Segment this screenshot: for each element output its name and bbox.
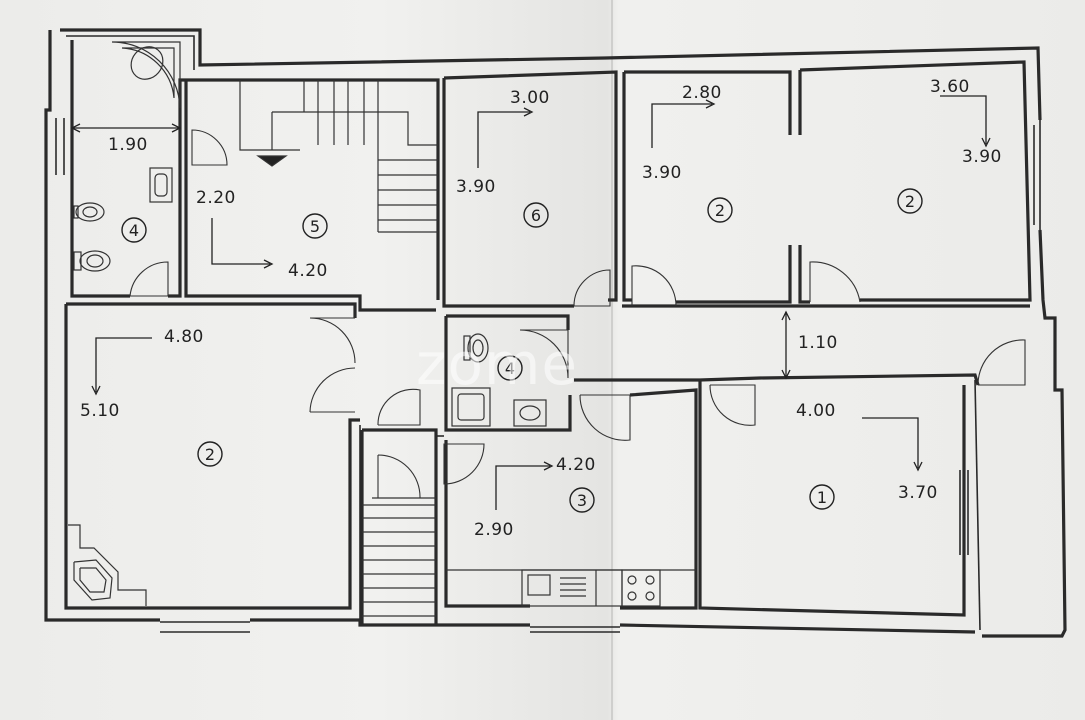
room-number-hall: 5 xyxy=(310,217,320,236)
bathroom-fixtures-left xyxy=(73,167,173,272)
interior-walls xyxy=(64,40,1032,631)
dim-hall-depth: 2.20 xyxy=(196,188,236,208)
room-number-room6: 6 xyxy=(531,206,541,225)
dim-room2b-width: 3.60 xyxy=(930,77,970,97)
room-number-bath-center: 4 xyxy=(505,359,515,378)
room-number-bath-top-left: 4 xyxy=(129,221,139,240)
room-number-room1: 1 xyxy=(817,488,827,507)
dim-living-depth: 5.10 xyxy=(80,401,120,421)
dim-room2a-width: 2.80 xyxy=(682,83,722,103)
dim-room1-width: 4.00 xyxy=(796,401,836,421)
stairs-upper xyxy=(239,80,438,233)
dim-living-width: 4.80 xyxy=(164,327,204,347)
room-number-room2b: 2 xyxy=(905,192,915,211)
dim-corridor-width: 1.10 xyxy=(798,333,838,353)
dim-room2a-depth: 3.90 xyxy=(642,163,682,183)
dim-room6-width: 3.00 xyxy=(510,88,550,108)
room-number-markers: 4 5 6 2 2 2 4 3 1 xyxy=(121,188,923,513)
room-number-living: 2 xyxy=(205,445,215,464)
dim-kitchen-depth: 2.90 xyxy=(474,520,514,540)
bathroom-fixtures-center xyxy=(451,333,547,427)
room-number-kitchen: 3 xyxy=(577,491,587,510)
room-number-room2a: 2 xyxy=(715,201,725,220)
dim-hall-width: 4.20 xyxy=(288,261,328,281)
dimension-arrows xyxy=(70,95,991,510)
dimension-labels: 1.90 2.20 4.20 3.00 3.90 2.80 3.90 3.60 … xyxy=(80,77,1002,540)
dim-room2b-depth: 3.90 xyxy=(962,147,1002,167)
outer-walls xyxy=(44,28,1067,638)
bathtub-corner xyxy=(111,41,181,109)
dim-room1-depth: 3.70 xyxy=(898,483,938,503)
stairs-lower xyxy=(362,497,436,617)
watermark-logo: zome xyxy=(416,330,578,398)
dim-bath-width: 1.90 xyxy=(108,135,148,155)
dim-room6-depth: 3.90 xyxy=(456,177,496,197)
fireplace-corner xyxy=(68,524,147,606)
door-swings xyxy=(129,129,1026,499)
kitchen-counter xyxy=(446,569,696,607)
dim-kitchen-width: 4.20 xyxy=(556,455,596,475)
